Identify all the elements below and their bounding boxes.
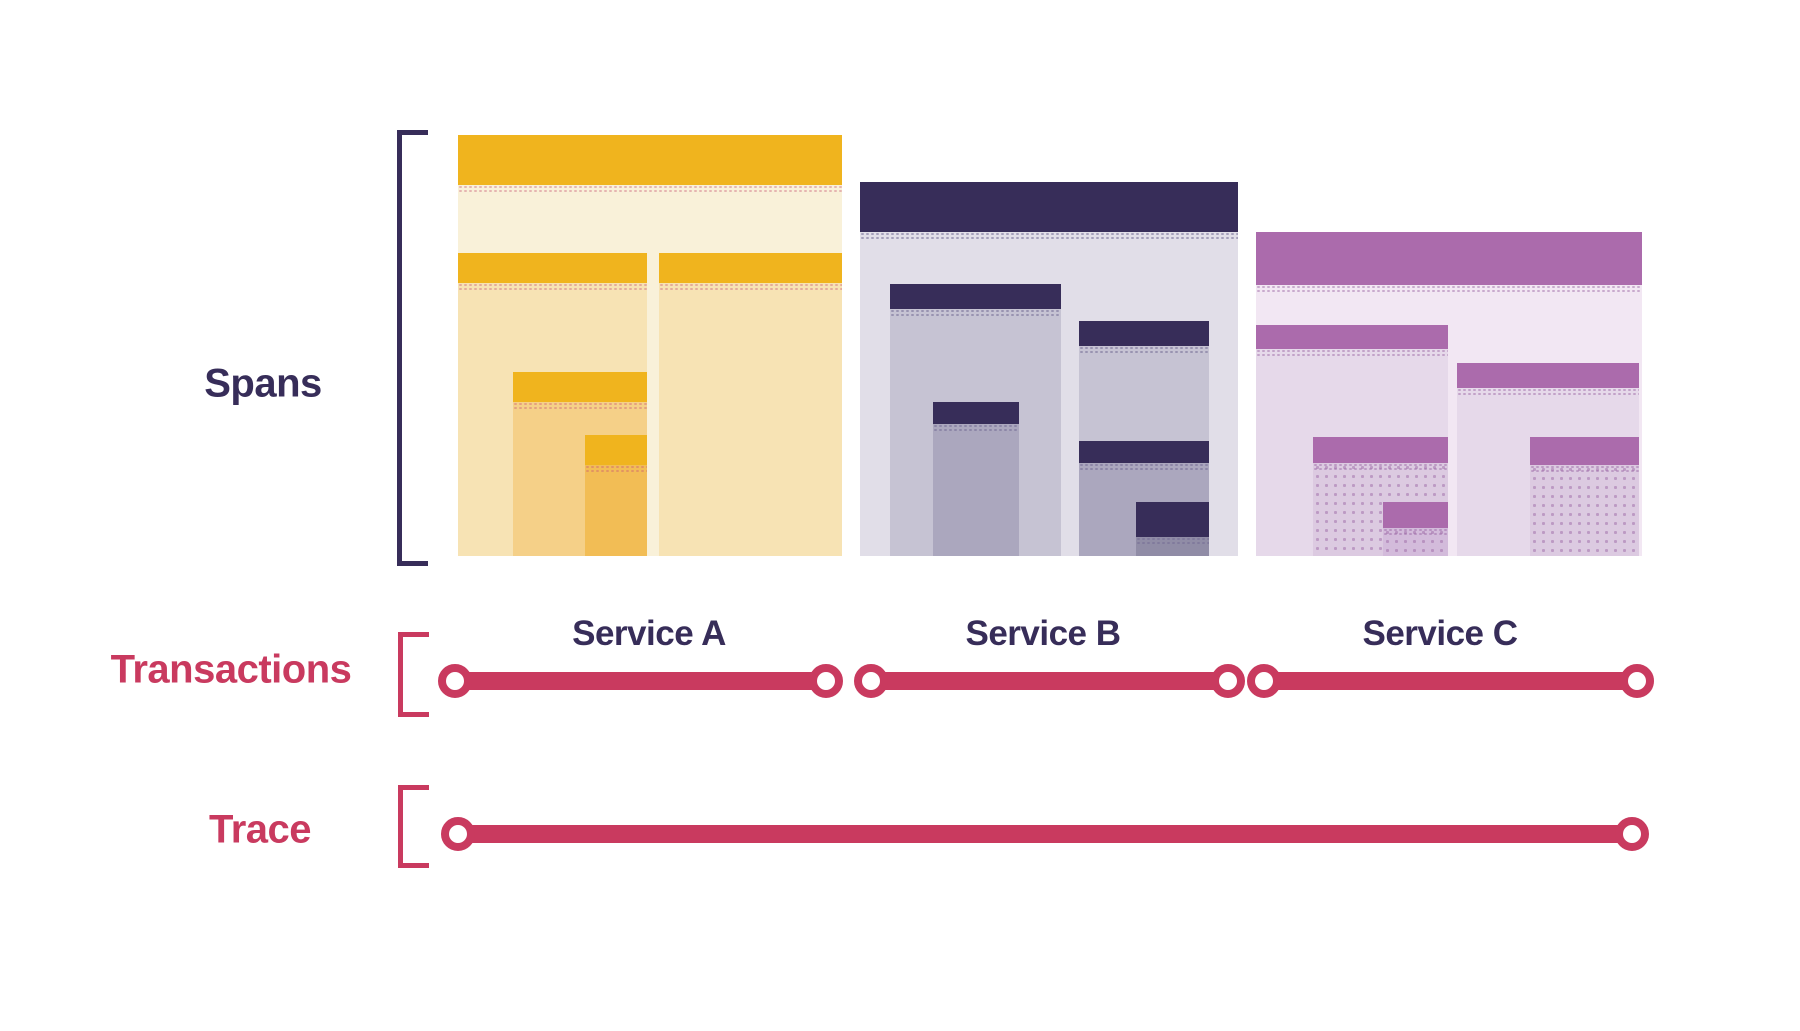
transaction-3-line [1264,672,1637,690]
transaction-3-start-circle-icon [1247,664,1281,698]
trace-label: Trace [208,807,312,852]
transactions-label: Transactions [110,647,352,692]
service-a-span-container [585,465,647,556]
transaction-2-line [871,672,1228,690]
service-b-span-container [933,424,1019,556]
service-a-span-bar [659,253,842,291]
transaction-1-line [455,672,826,690]
service-b-label: Service B [965,614,1121,653]
transactions-bracket-icon [398,632,429,717]
spans-bracket-icon [397,130,428,566]
trace-start-circle-icon [441,817,475,851]
service-a-span-container [659,283,842,556]
trace-line [458,825,1632,843]
transaction-2-start-circle-icon [854,664,888,698]
service-c-span-bar [1256,325,1448,357]
service-c-span-bar [1256,232,1642,293]
service-b-span-bar [860,182,1238,240]
service-c-label: Service C [1362,614,1518,653]
transaction-3-end-circle-icon [1620,664,1654,698]
trace-end-circle-icon [1615,817,1649,851]
service-a-span-bar [513,372,647,410]
service-b-span-bar [1079,441,1209,471]
service-a-span-bar [458,253,647,291]
service-a-span-bar [458,135,842,193]
service-a-label: Service A [572,614,726,653]
spans-label: Spans [204,361,322,406]
service-b-span-bar [890,284,1061,317]
transaction-1-start-circle-icon [438,664,472,698]
service-a-span-bar [585,435,647,473]
service-c-span-bar [1383,502,1448,536]
service-b-span-bar [933,402,1019,432]
service-c-span-bar [1313,437,1448,471]
service-b-span-bar [1079,321,1209,354]
service-c-span-container [1383,528,1448,556]
trace-bracket-icon [398,785,429,868]
service-c-span-bar [1457,363,1639,396]
transaction-2-end-circle-icon [1211,664,1245,698]
service-c-span-bar [1530,437,1639,473]
transaction-1-end-circle-icon [809,664,843,698]
service-b-span-bar [1136,502,1209,545]
service-c-span-container [1530,465,1639,556]
